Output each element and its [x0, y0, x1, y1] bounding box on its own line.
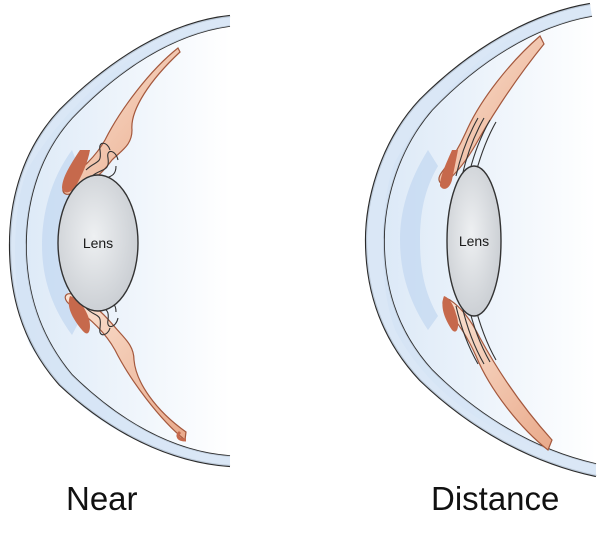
near-lens [57, 174, 139, 312]
near-iris-lower [68, 296, 90, 334]
distance-lens [446, 165, 502, 317]
distance-eye: Lens [364, 2, 597, 478]
near-lens-label: Lens [83, 235, 113, 251]
distance-anterior-chamber [400, 150, 438, 330]
distance-iris-upper [440, 150, 458, 189]
near-caption: Near [66, 480, 138, 517]
near-eye: Lens [8, 14, 231, 468]
distance-iris-lower [442, 296, 459, 332]
near-ciliary-lower-edge [176, 430, 187, 442]
distance-caption: Distance [431, 480, 560, 517]
distance-lens-label: Lens [459, 233, 489, 249]
near-iris-upper [62, 150, 90, 193]
